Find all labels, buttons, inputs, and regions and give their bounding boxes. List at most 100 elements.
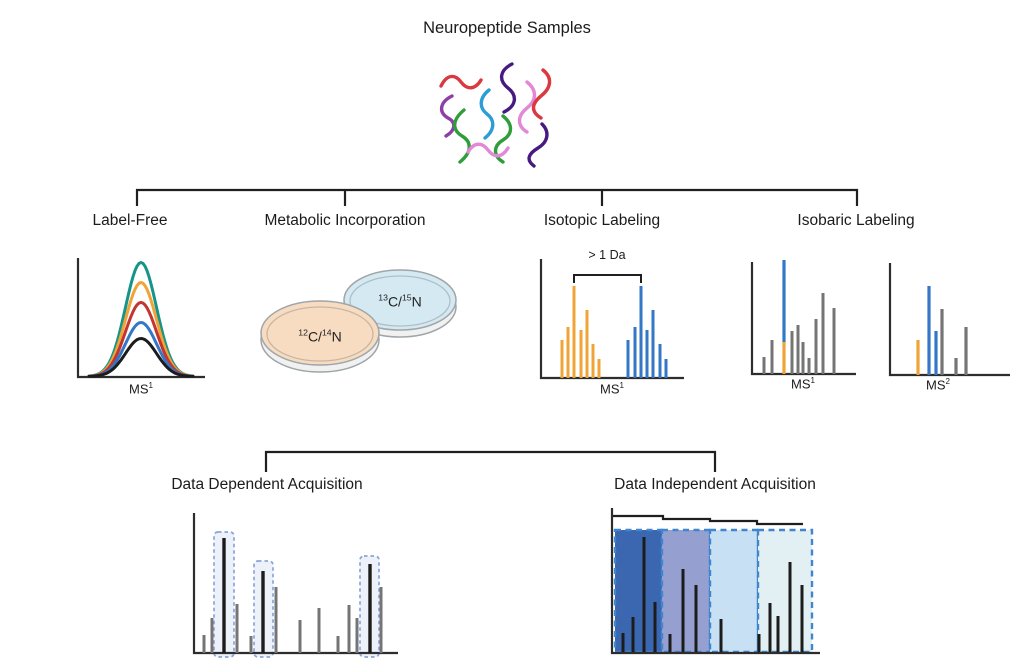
branch-label-metabolic-incorporation: Metabolic Incorporation [264, 212, 426, 229]
branch-bracket [135, 188, 859, 206]
spectrum-bar [801, 342, 805, 374]
isotope-sup: 15 [401, 292, 412, 303]
figure-title: Neuropeptide Samples [423, 19, 591, 37]
spectrum-bar [631, 617, 635, 652]
spectrum-bar [336, 636, 340, 653]
branch-label-isotopic-labeling: Isotopic Labeling [543, 212, 661, 229]
label-free-ms1-axis-label: MS1 [129, 381, 153, 396]
isotope-bar-light [597, 359, 601, 378]
spectrum-bar [954, 358, 958, 375]
spectrum-bar [210, 618, 214, 653]
spectrum-bar [940, 309, 944, 375]
dia-isolation-window [708, 528, 760, 654]
spectrum-bar [317, 608, 321, 653]
isotope-bar-light [560, 340, 564, 378]
spectrum-bar [807, 358, 811, 374]
peptide-strand [440, 94, 456, 138]
isobaric-ms1-axes [750, 262, 856, 376]
spectrum-bar [355, 618, 359, 653]
spectrum-bar [274, 587, 278, 653]
elution-peak [87, 280, 195, 378]
petri-dish-heavy-label: 13C/15N [378, 293, 421, 310]
isotope-bar-heavy [664, 359, 668, 378]
isotope-bar-heavy [633, 327, 637, 378]
spectrum-bar [821, 293, 825, 374]
spectrum-bar [927, 286, 931, 375]
ms-sup: 2 [945, 377, 950, 386]
spectrum-bar [621, 633, 625, 652]
isobaric-ms1-axis-label: MS1 [791, 376, 815, 391]
spectrum-bar [776, 616, 780, 652]
dda-label: Data Dependent Acquisition [171, 476, 363, 493]
spectrum-bar [770, 340, 774, 374]
peptide-strand [453, 108, 471, 164]
isotopic-ms1-axis-label: MS1 [600, 381, 624, 396]
ms-base: MS [600, 381, 620, 397]
reporter-bar-blue [782, 260, 786, 342]
spectrum-bar [916, 340, 920, 375]
isotope-bar-heavy [645, 330, 649, 378]
isobaric-ms2-axis-label: MS2 [926, 377, 950, 392]
ms-base: MS [791, 376, 811, 392]
spectrum-bar [790, 331, 794, 374]
dia-isolation-window [660, 528, 712, 654]
isotope-bar-light [566, 327, 570, 378]
spectrum-bar [681, 569, 685, 652]
isotope-sup: 12 [298, 327, 308, 338]
spectrum-bar [694, 585, 698, 652]
spectrum-bar [298, 620, 302, 653]
isotope-bar-heavy [658, 344, 662, 378]
mass-difference-bracket [573, 274, 642, 283]
spectrum-bar [235, 604, 239, 653]
spectrum-bar [800, 585, 804, 652]
petri-dish-heavy-rim [349, 275, 451, 327]
isotope-bar-light [572, 286, 576, 378]
dda-axes [192, 513, 398, 655]
ms-sup: 1 [148, 381, 153, 390]
spectrum-bar [642, 537, 646, 652]
peptide-strand [531, 68, 552, 120]
peptide-strand [466, 142, 510, 158]
isotope-base: N [411, 293, 422, 310]
isotope-bar-light [591, 344, 595, 378]
spectrum-bar [379, 587, 383, 653]
dia-cycle-step-line [613, 514, 803, 526]
isotope-bar-light [579, 330, 583, 378]
dia-isolation-window [756, 528, 814, 654]
ms-sup: 1 [619, 381, 624, 390]
isotope-bar-heavy [639, 286, 643, 378]
ms-sup: 1 [810, 376, 815, 385]
isotope-bar-heavy [626, 340, 630, 378]
mass-difference-annotation: > 1 Da [588, 248, 626, 262]
reporter-bar-orange [782, 342, 786, 374]
spectrum-bar [964, 327, 968, 375]
isobaric-ms2-axes [888, 263, 1010, 377]
branch-label-label-free: Label-Free [92, 212, 168, 229]
elution-peak [87, 260, 195, 378]
petri-dish-heavy [343, 269, 457, 331]
isotope-sup: 14 [321, 327, 332, 338]
spectrum-bar [202, 635, 206, 653]
selected-precursor-bar [368, 564, 372, 653]
isotope-sup: 13 [378, 292, 388, 303]
peptide-strand [517, 80, 537, 134]
selected-precursor-bar [222, 538, 226, 653]
spectrum-bar [796, 325, 800, 374]
isotope-bar-heavy [651, 310, 655, 378]
ms-base: MS [129, 381, 149, 397]
branch-label-isobaric-labeling: Isobaric Labeling [797, 212, 915, 229]
spectrum-bar [814, 319, 818, 374]
spectrum-bar [249, 636, 253, 653]
petri-dish-light [260, 300, 380, 366]
isotope-base: N [331, 328, 342, 345]
acquisition-bracket [264, 450, 717, 472]
isotope-base: C/ [307, 328, 322, 345]
spectrum-bar [762, 357, 766, 374]
spectrum-bar [832, 308, 836, 374]
spectrum-bar [347, 605, 351, 653]
spectrum-bar [788, 562, 792, 652]
peptide-strand [500, 62, 516, 114]
spectrum-bar [719, 619, 723, 652]
